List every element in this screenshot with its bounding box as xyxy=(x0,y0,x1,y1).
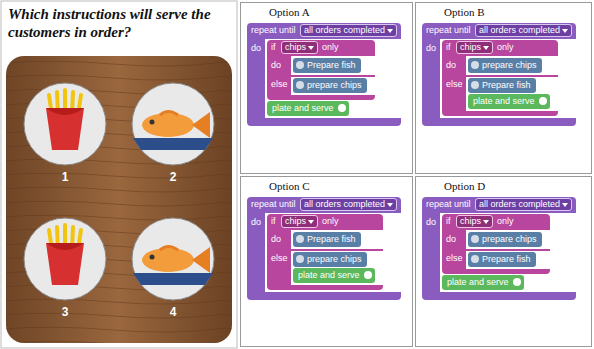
repeat-block: repeat until do all orders completed if only… xyxy=(247,23,401,126)
option-label: Option D xyxy=(444,180,485,193)
block-label: if xyxy=(271,216,276,227)
block-label: chips xyxy=(285,42,306,53)
option-label: Option A xyxy=(269,6,310,19)
option-panel: Option C repeat until do all orders complet… xyxy=(240,176,413,347)
if-else-block: if only do else chipsprepare chipsPrepare fi… xyxy=(442,40,558,116)
block-label: plate and serve xyxy=(473,96,535,107)
block-label: all orders completed xyxy=(304,199,385,210)
dropdown-field: all orders completed xyxy=(300,198,397,211)
block-label: do xyxy=(271,234,281,245)
block-label: plate and serve xyxy=(298,270,360,281)
dropdown-field: chips xyxy=(456,41,493,54)
block-label: only xyxy=(322,216,339,227)
statement-block: prepare chips xyxy=(468,232,542,247)
option-panel: Option B repeat until do all orders complet… xyxy=(415,2,592,174)
statement-block: Prepare fish xyxy=(293,232,361,247)
block-label: only xyxy=(322,42,339,53)
block-label: all orders completed xyxy=(304,25,385,36)
block-label: else xyxy=(446,253,463,264)
block-label: do xyxy=(446,234,456,245)
option-panel: Option D repeat until do all orders complet… xyxy=(415,176,592,347)
repeat-block: repeat until do all orders completed if only… xyxy=(422,197,576,300)
dropdown-field: all orders completed xyxy=(300,24,397,37)
block-label: do xyxy=(426,43,436,54)
option-label: Option B xyxy=(444,6,485,19)
callout-number: 2 xyxy=(170,170,177,184)
dropdown-field: chips xyxy=(281,41,318,54)
if-else-block: if only do else chipsPrepare fish prepare chi… xyxy=(267,214,383,290)
if-else-block: if only do else chipsPrepare fish prepare chi… xyxy=(267,40,375,100)
option-panel: Option A repeat until do all orders complet… xyxy=(240,2,413,174)
question-title: Which instructions will serve the custom… xyxy=(8,5,233,41)
callout-number: 1 xyxy=(62,170,69,184)
dropdown-field: chips xyxy=(456,215,493,228)
option-label: Option C xyxy=(269,180,310,193)
plate-serve-block: plate and serve xyxy=(468,94,550,109)
callout-number: 3 xyxy=(62,305,69,319)
block-label: repeat until xyxy=(251,199,296,210)
plate-serve-block: plate and serve xyxy=(267,101,349,116)
repeat-block: repeat until do all orders completed if only… xyxy=(247,197,401,300)
if-else-block: if only do else chipsprepare chipsPrepare fi… xyxy=(442,214,550,274)
block-label: chips xyxy=(460,42,481,53)
plate-serve-block: plate and serve xyxy=(442,275,524,290)
block-label: repeat until xyxy=(251,25,296,36)
block-label: prepare chips xyxy=(307,254,362,265)
statement-block: prepare chips xyxy=(468,58,542,73)
block-label: chips xyxy=(285,216,306,227)
block-label: repeat until xyxy=(426,199,471,210)
block-label: only xyxy=(497,216,514,227)
dropdown-field: chips xyxy=(281,215,318,228)
statement-block: prepare chips xyxy=(293,78,367,93)
block-label: else xyxy=(271,79,288,90)
block-label: prepare chips xyxy=(482,234,537,245)
block-label: if xyxy=(271,42,276,53)
dropdown-field: all orders completed xyxy=(475,198,572,211)
block-label: do xyxy=(251,217,261,228)
block-label: Prepare fish xyxy=(307,60,356,71)
block-label: if xyxy=(446,216,451,227)
block-label: all orders completed xyxy=(479,199,560,210)
statement-block: prepare chips xyxy=(293,252,367,267)
statement-block: Prepare fish xyxy=(468,252,536,267)
block-label: Prepare fish xyxy=(482,254,531,265)
block-label: plate and serve xyxy=(447,277,509,288)
block-label: do xyxy=(271,60,281,71)
statement-block: Prepare fish xyxy=(293,58,361,73)
block-label: else xyxy=(271,253,288,264)
block-label: prepare chips xyxy=(307,80,362,91)
block-label: Prepare fish xyxy=(482,80,531,91)
block-label: if xyxy=(446,42,451,53)
block-label: do xyxy=(426,217,436,228)
block-label: only xyxy=(497,42,514,53)
plate-serve-block: plate and serve xyxy=(293,268,375,283)
block-label: do xyxy=(446,60,456,71)
block-label: prepare chips xyxy=(482,60,537,71)
callout-number: 4 xyxy=(170,305,177,319)
repeat-block: repeat until do all orders completed if only… xyxy=(422,23,576,126)
block-label: repeat until xyxy=(426,25,471,36)
block-label: plate and serve xyxy=(272,103,334,114)
statement-block: Prepare fish xyxy=(468,78,536,93)
block-label: all orders completed xyxy=(479,25,560,36)
block-label: Prepare fish xyxy=(307,234,356,245)
block-label: do xyxy=(251,43,261,54)
block-label: else xyxy=(446,79,463,90)
block-label: chips xyxy=(460,216,481,227)
dropdown-field: all orders completed xyxy=(475,24,572,37)
